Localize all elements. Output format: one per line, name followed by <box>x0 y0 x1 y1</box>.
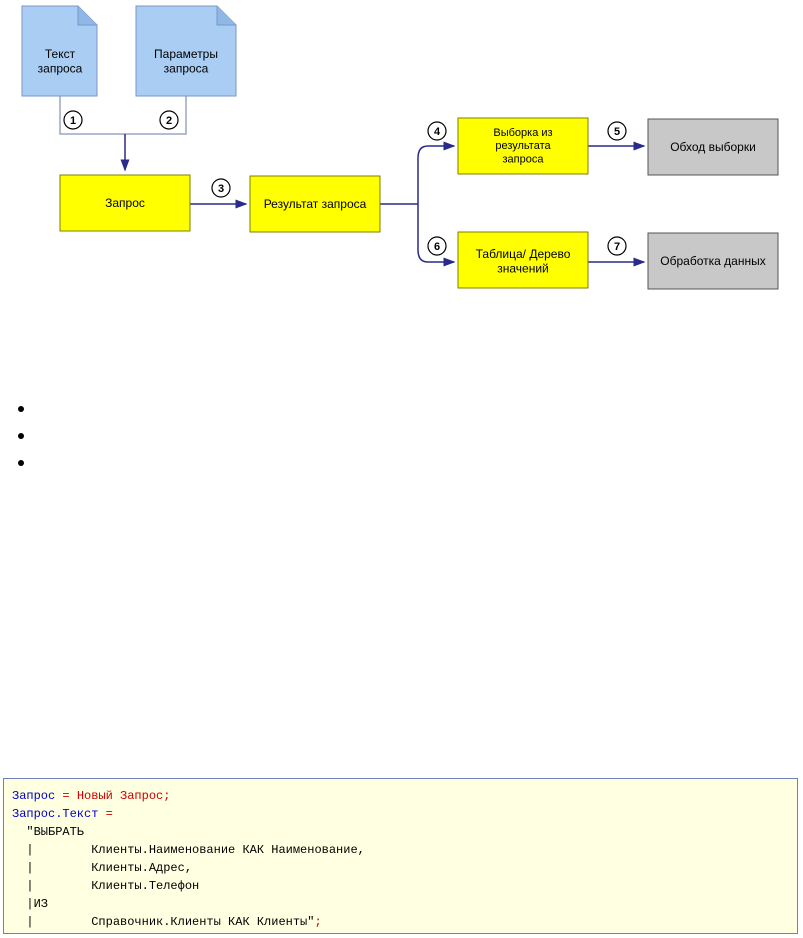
code-line: Запрос = Новый Запрос; <box>12 787 797 805</box>
bullet-dot <box>18 433 24 439</box>
step-badge-7-label: 7 <box>614 241 620 253</box>
code-token: | Справочник.Клиенты КАК Клиенты" <box>12 915 315 929</box>
step-badge-6: 6 <box>427 236 447 256</box>
step-badge-3-label: 3 <box>218 183 224 195</box>
arrow-result-to-selection <box>417 141 456 204</box>
code-line: |ИЗ <box>12 895 797 913</box>
step-badge-4-label: 4 <box>434 126 441 138</box>
code-token: Запрос <box>12 789 63 803</box>
code-token: ; <box>314 915 322 929</box>
node-data-processing: Обработка данных <box>647 232 779 290</box>
code-token: | Клиенты.Наименование КАК Наименование, <box>12 843 365 857</box>
node-traverse-selection-label: Обход выборки <box>670 140 756 154</box>
node-query-result-label: Результат запроса <box>264 197 367 211</box>
step-badge-6-label: 6 <box>434 241 440 253</box>
connectors <box>59 95 646 267</box>
step-badge-2: 2 <box>159 110 179 130</box>
code-line: | Клиенты.Телефон <box>12 877 797 895</box>
node-query-result: Результат запроса <box>249 175 381 233</box>
step-badge-2-label: 2 <box>166 115 172 127</box>
node-data-processing-label: Обработка данных <box>660 254 765 268</box>
code-line: | Справочник.Клиенты КАК Клиенты"; <box>12 913 797 931</box>
code-token: | Клиенты.Телефон <box>12 879 200 893</box>
step-badge-1-label: 1 <box>70 115 76 127</box>
step-badge-3: 3 <box>211 178 231 198</box>
code-line: | Клиенты.Адрес, <box>12 859 797 877</box>
code-line: Запрос.Текст = <box>12 805 797 823</box>
step-badge-5: 5 <box>607 121 627 141</box>
code-line: "ВЫБРАТЬ <box>12 823 797 841</box>
step-badge-5-label: 5 <box>614 126 620 138</box>
code-token: |ИЗ <box>12 897 49 911</box>
node-traverse-selection: Обход выборки <box>647 118 779 176</box>
step-badge-7: 7 <box>607 236 627 256</box>
step-badge-1: 1 <box>63 110 83 130</box>
step-badge-4: 4 <box>427 121 447 141</box>
step-badges: 1 2 3 4 5 6 7 <box>63 110 627 256</box>
bullet-dot <box>18 406 24 412</box>
node-query: Запрос <box>59 174 191 232</box>
node-query-label: Запрос <box>105 196 145 210</box>
connector-params-to-query <box>125 95 187 135</box>
bullet-dot <box>18 460 24 466</box>
code-token: "ВЫБРАТЬ <box>12 825 85 839</box>
code-token: Запрос.Текст <box>12 807 106 821</box>
code-line: | Клиенты.Наименование КАК Наименование, <box>12 841 797 859</box>
code-token: | Клиенты.Адрес, <box>12 861 193 875</box>
code-example: Запрос = Новый Запрос;Запрос.Текст = "ВЫ… <box>3 778 798 934</box>
code-token: = <box>62 789 70 803</box>
code-token: = <box>105 807 113 821</box>
connector-text-to-query <box>59 95 125 135</box>
arrow-result-to-table <box>417 204 456 267</box>
code-token: Новый Запрос; <box>69 789 171 803</box>
